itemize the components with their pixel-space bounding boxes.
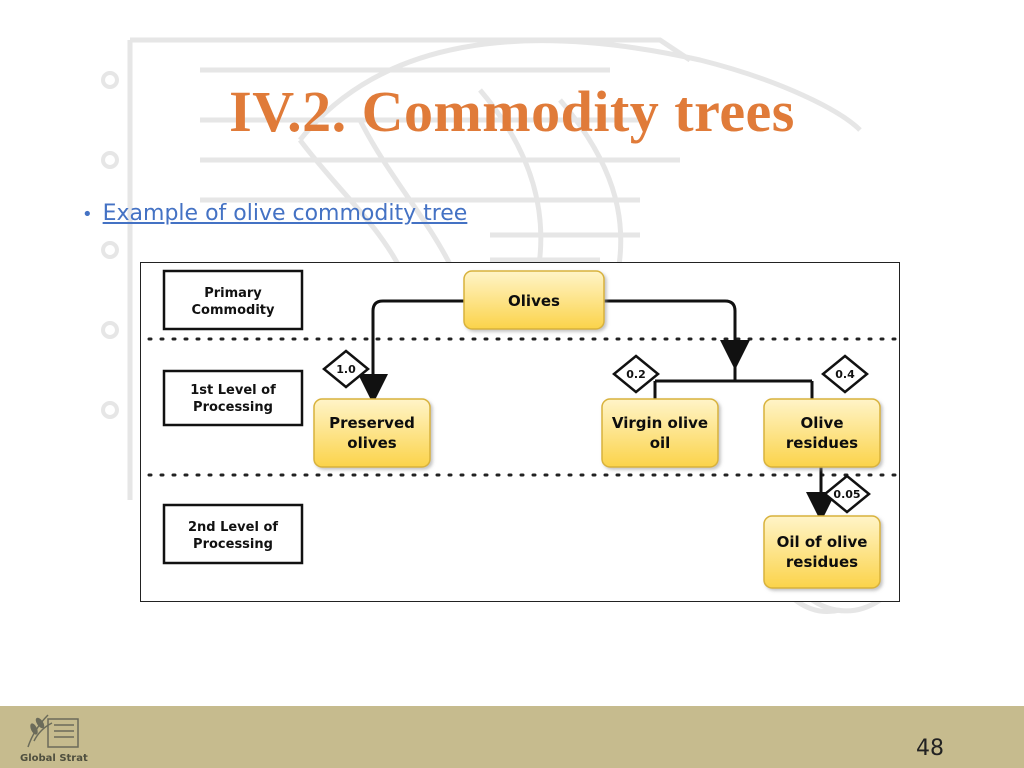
- level-primary: Primary Commodity: [162, 269, 304, 331]
- node-preserved-olives: Preserved olives: [313, 398, 431, 468]
- level-first-label-line1: 1st Level of: [190, 383, 276, 398]
- coefficient-preserved-olives: 1.0: [322, 349, 370, 389]
- bullet-link[interactable]: Example of olive commodity tree: [102, 201, 468, 226]
- connector-olives-to-split: [604, 299, 750, 370]
- level-first-label-line2: Processing: [193, 400, 273, 415]
- node-olive-residues: Olive residues: [763, 398, 881, 468]
- coefficient-olive-residues-value: 0.4: [835, 368, 855, 381]
- coefficient-preserved-olives-value: 1.0: [336, 363, 356, 376]
- footer-logo-text: Global Strategy: [20, 753, 88, 764]
- connector-olives-to-preserved: [358, 299, 464, 404]
- level-second-label-line2: Processing: [193, 537, 273, 552]
- bullet-item: • Example of olive commodity tree: [82, 201, 467, 226]
- node-virgin-olive-oil-line2: oil: [650, 434, 671, 452]
- node-oil-of-olive-residues-line1: Oil of olive: [777, 533, 868, 551]
- node-virgin-olive-oil: Virgin olive oil: [601, 398, 719, 468]
- commodity-tree-canvas: Primary Commodity 1st Level of Processin…: [147, 269, 898, 589]
- commodity-tree-diagram: Primary Commodity 1st Level of Processin…: [140, 262, 900, 602]
- node-virgin-olive-oil-line1: Virgin olive: [612, 414, 708, 432]
- footer-bar: [0, 706, 1024, 768]
- level-primary-label-line1: Primary: [204, 286, 262, 301]
- bullet-dot-icon: •: [82, 204, 93, 225]
- level-second: 2nd Level of Processing: [162, 503, 304, 565]
- node-preserved-olives-line1: Preserved: [329, 414, 415, 432]
- node-olives: Olives: [463, 270, 605, 330]
- level-first: 1st Level of Processing: [162, 369, 304, 427]
- coefficient-olive-residues: 0.4: [821, 354, 869, 394]
- global-strategy-logo: Global Strategy: [20, 714, 88, 764]
- page-number: 48: [916, 736, 944, 761]
- level-second-label-line1: 2nd Level of: [188, 520, 278, 535]
- slide-title: IV.2. Commodity trees: [229, 79, 795, 144]
- coefficient-virgin-olive-oil-value: 0.2: [626, 368, 646, 381]
- node-oil-of-olive-residues: Oil of olive residues: [763, 515, 881, 589]
- coefficient-virgin-olive-oil: 0.2: [612, 354, 660, 394]
- node-olives-label: Olives: [508, 292, 560, 310]
- node-olive-residues-line2: residues: [786, 434, 858, 452]
- coefficient-oil-of-olive-residues-value: 0.05: [833, 488, 860, 501]
- level-primary-label-line2: Commodity: [192, 303, 275, 318]
- node-oil-of-olive-residues-line2: residues: [786, 553, 858, 571]
- node-olive-residues-line1: Olive: [801, 414, 844, 432]
- node-preserved-olives-line2: olives: [347, 434, 397, 452]
- coefficient-oil-of-olive-residues: 0.05: [823, 474, 871, 514]
